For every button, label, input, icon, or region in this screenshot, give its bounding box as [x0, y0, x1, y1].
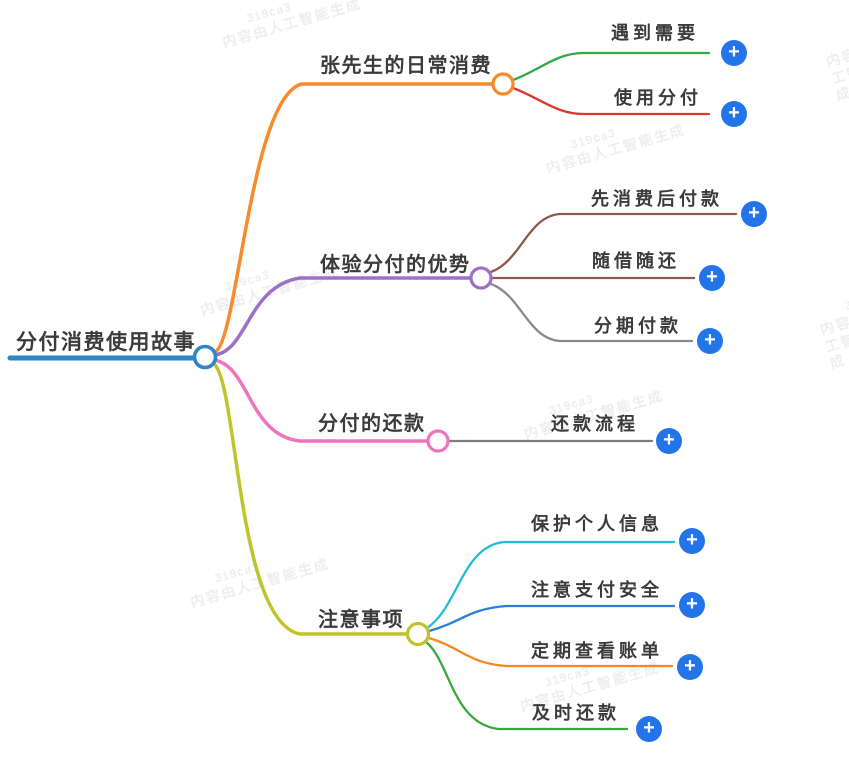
connector-leaf-2-1: [489, 212, 738, 274]
connector-branch-4: [211, 361, 409, 636]
leaf-label-repay-flow[interactable]: 还款流程: [551, 414, 639, 434]
leaf-label-borrow-repay[interactable]: 随借随还: [592, 251, 680, 271]
plus-button[interactable]: +: [721, 101, 747, 127]
connector-leaf-4-1: [425, 540, 676, 630]
connector-branch-3: [212, 358, 429, 443]
connector-leaf-4-2: [427, 604, 676, 633]
plus-button[interactable]: +: [679, 528, 705, 554]
plus-button[interactable]: +: [721, 40, 747, 66]
leaf-label-protect-info[interactable]: 保护个人信息: [531, 514, 663, 534]
connector-leaf-1-2: [511, 86, 711, 116]
leaf-label-repay-on-time[interactable]: 及时还款: [532, 703, 620, 723]
leaf-label-pay-safety[interactable]: 注意支付安全: [531, 580, 663, 600]
connector-leaf-1-1: [511, 51, 711, 82]
connector-leaf-4-3: [427, 636, 674, 668]
plus-button[interactable]: +: [699, 265, 725, 291]
plus-button[interactable]: +: [741, 201, 767, 227]
connector-branch-2: [213, 276, 472, 357]
plus-button[interactable]: +: [677, 654, 703, 680]
branch-3-label[interactable]: 分付的还款: [318, 413, 426, 435]
leaf-label-need[interactable]: 遇到需要: [611, 23, 699, 43]
plus-button[interactable]: +: [697, 328, 723, 354]
branch-1-node-circle[interactable]: [491, 72, 515, 96]
leaf-label-pay-later[interactable]: 先消费后付款: [591, 189, 723, 209]
branch-1-label[interactable]: 张先生的日常消费: [320, 55, 492, 77]
plus-button[interactable]: +: [636, 716, 662, 742]
branch-4-label[interactable]: 注意事项: [318, 609, 404, 631]
branch-3-node-circle[interactable]: [426, 429, 450, 453]
branch-2-label[interactable]: 体验分付的优势: [320, 254, 471, 276]
root-node-label[interactable]: 分付消费使用故事: [16, 331, 196, 354]
leaf-label-check-bill[interactable]: 定期查看账单: [531, 641, 663, 661]
branch-2-node-circle[interactable]: [469, 266, 493, 290]
plus-button[interactable]: +: [679, 592, 705, 618]
plus-button[interactable]: +: [656, 428, 682, 454]
leaf-label-installment[interactable]: 分期付款: [594, 316, 682, 336]
connector-leaf-4-4: [424, 640, 629, 731]
branch-4-node-circle[interactable]: [405, 621, 431, 647]
root-node-circle[interactable]: [192, 344, 218, 370]
leaf-label-use-fenfu[interactable]: 使用分付: [614, 88, 702, 108]
connector-leaf-2-3: [489, 282, 694, 343]
connector-branch-1: [213, 82, 494, 354]
